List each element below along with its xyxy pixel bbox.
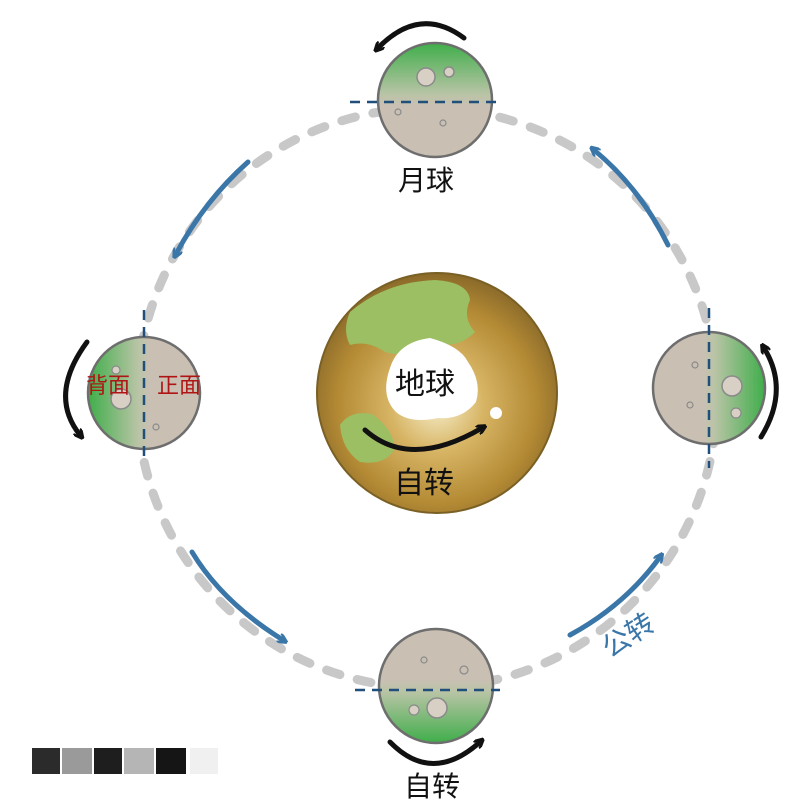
- moon-disc-icon: [376, 41, 494, 159]
- revolution-arrow-top-right: [594, 150, 671, 248]
- moon-crater: [111, 365, 121, 375]
- moon-crater: [426, 697, 448, 719]
- moon-crater: [686, 401, 694, 409]
- moon-rotation-label: 自转: [404, 770, 460, 802]
- moon-crater: [721, 375, 743, 397]
- moon-crater: [730, 407, 742, 419]
- moon-bottom-rotation-arrow: [387, 742, 480, 766]
- earth: [316, 272, 558, 514]
- revolution-arrows: [176, 150, 671, 640]
- moon-bottom: [355, 627, 500, 766]
- earth-rotation-label: 自转: [394, 466, 454, 501]
- moon-top: [350, 21, 497, 159]
- moon-left-rotation-arrow: [63, 339, 90, 435]
- earth-label: 地球: [395, 367, 455, 402]
- near-side-label: 正面: [157, 374, 201, 399]
- far-side-label: 背面: [86, 374, 130, 399]
- revolution-arrow-top-left: [176, 159, 251, 254]
- moon-top-rotation-arrow: [378, 21, 467, 48]
- moon-crater: [459, 665, 469, 675]
- moon-left: [63, 310, 202, 462]
- earth-ice-dot: [490, 407, 502, 419]
- moon-crater: [394, 108, 402, 116]
- moon-crater: [691, 361, 699, 369]
- moon-crater: [110, 388, 132, 410]
- earth-land-bottom: [340, 413, 395, 463]
- revolution-arrow-bottom-right: [567, 557, 660, 638]
- revolution-arrow-bottom-left: [189, 549, 283, 640]
- moon-crater: [152, 423, 160, 431]
- moon-right-rotation-arrow: [758, 348, 779, 440]
- moon-crater: [416, 67, 436, 87]
- moon-label: 月球: [398, 164, 454, 197]
- watermark-blocks: [32, 748, 218, 774]
- moon-crater: [443, 66, 455, 78]
- moon-crater: [408, 704, 420, 716]
- earth-rotation-arrow: [362, 428, 482, 452]
- moon-disc-icon: [377, 627, 495, 745]
- moon-crater: [420, 656, 428, 664]
- earth-land-top: [346, 280, 475, 355]
- moon-crater: [439, 119, 447, 127]
- moon-right: [651, 308, 779, 468]
- earth-ice-cap: [386, 338, 478, 420]
